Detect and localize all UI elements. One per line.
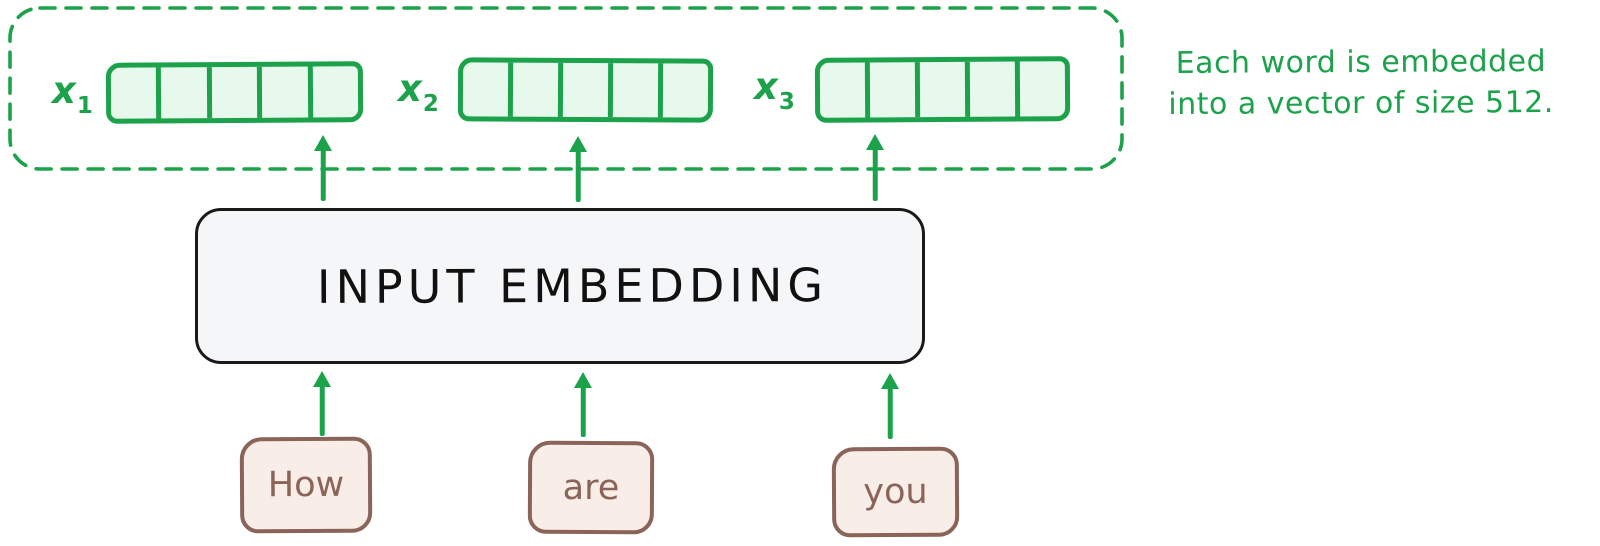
vector-cell (1014, 61, 1066, 117)
vector-cell (206, 66, 258, 119)
input-embedding-label: INPUT EMBEDDING (316, 258, 828, 314)
word-label: you (863, 471, 928, 513)
vector-cell (964, 61, 1016, 117)
vector-cell (820, 62, 865, 117)
arrow-shaft (319, 381, 325, 436)
arrow-up-from-you (880, 373, 900, 439)
vector-cell (864, 62, 916, 118)
vector-cell (914, 61, 966, 118)
arrowhead-icon (866, 134, 884, 150)
word-box-are: are (527, 440, 655, 535)
vector-subscript: 1 (76, 93, 93, 119)
annotation-line-2: into a vector of size 512. (1168, 84, 1554, 123)
word-label: How (267, 464, 345, 506)
arrow-shaft (887, 383, 893, 439)
arrowhead-icon (569, 136, 587, 152)
arrow-shaft (580, 382, 586, 437)
arrowhead-icon (314, 135, 332, 151)
word-label: are (562, 467, 620, 508)
embedding-vector-x2 (457, 57, 714, 123)
dashed-border (8, 6, 1124, 171)
embedding-vector-x1 (105, 61, 364, 124)
vector-label-x3: x3 (754, 68, 795, 121)
arrow-shaft (320, 145, 326, 201)
arrowhead-icon (574, 372, 592, 388)
arrow-up-to-x1 (313, 135, 333, 201)
arrowhead-icon (881, 373, 899, 389)
vector-cell (156, 67, 207, 119)
vector-label-x1: x1 (52, 72, 93, 125)
arrow-up-to-x3 (865, 134, 885, 201)
arrow-shaft (872, 144, 878, 201)
word-box-how: How (239, 436, 373, 534)
arrow-up-from-how (312, 371, 332, 436)
vector-cell (557, 62, 609, 118)
vector-cell (307, 66, 359, 118)
annotation-note: Each word is embedded into a vector of s… (1128, 41, 1594, 125)
vector-cell (257, 66, 308, 118)
arrowhead-icon (313, 371, 331, 387)
embedding-vector-x3 (814, 56, 1071, 123)
vector-cell (507, 62, 559, 117)
arrow-shaft (575, 146, 581, 202)
arrow-up-to-x2 (568, 136, 588, 202)
vector-symbol: x (52, 69, 76, 112)
vector-cell (463, 62, 508, 116)
vector-subscript: 3 (778, 89, 795, 115)
arrow-up-from-are (573, 372, 593, 437)
vector-cell (111, 67, 157, 118)
annotation-line-1: Each word is embedded (1175, 44, 1547, 81)
input-embedding-block: INPUT EMBEDDING (195, 208, 925, 364)
vector-label-x2: x2 (398, 70, 439, 123)
vector-symbol: x (754, 65, 778, 108)
word-box-you: you (831, 446, 960, 538)
embeddings-group-box (8, 6, 1124, 171)
vector-cell (607, 63, 659, 118)
vector-subscript: 2 (422, 91, 439, 117)
vector-symbol: x (398, 67, 422, 110)
vector-cell (657, 63, 709, 118)
